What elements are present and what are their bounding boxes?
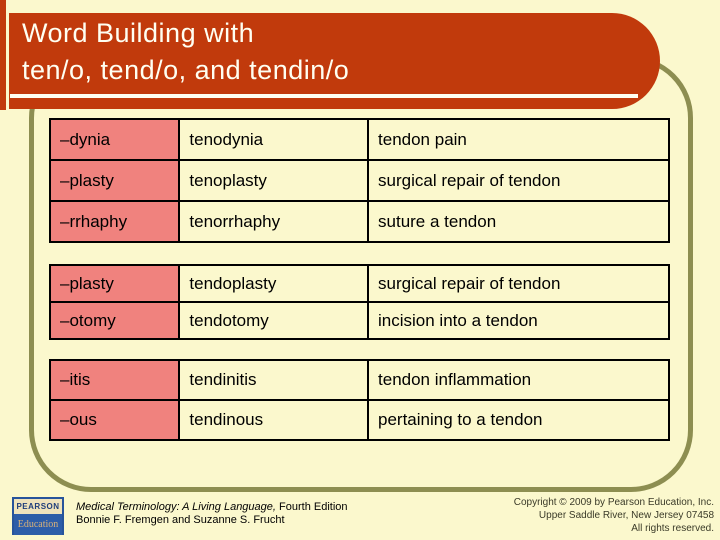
copyright-line-1: Copyright © 2009 by Pearson Education, I…: [513, 497, 714, 508]
term-cell: tendotomy: [178, 301, 370, 340]
term-cell: tenorrhaphy: [178, 200, 370, 243]
term-cell: tendinitis: [178, 359, 370, 401]
title-underline: [10, 94, 638, 98]
table-row: –plasty tendoplasty surgical repair of t…: [48, 264, 670, 303]
table-row: –dynia tenodynia tendon pain: [48, 118, 670, 161]
table-row: –itis tendinitis tendon inflammation: [48, 359, 670, 401]
suffix-cell: –dynia: [48, 118, 181, 161]
suffix-cell: –itis: [48, 359, 181, 401]
table-row: –rrhaphy tenorrhaphy suture a tendon: [48, 200, 670, 243]
title-line-1: Word Building with: [22, 18, 255, 48]
meaning-cell: surgical repair of tendon: [367, 159, 670, 202]
book-authors: Bonnie F. Fremgen and Suzanne S. Frucht: [76, 514, 285, 526]
term-cell: tendinous: [178, 399, 370, 441]
banner-left-strip: [0, 0, 6, 110]
page-title: Word Building with ten/o, tend/o, and te…: [22, 15, 349, 89]
meaning-cell: incision into a tendon: [367, 301, 670, 340]
copyright-line-2: Upper Saddle River, New Jersey 07458: [538, 510, 714, 521]
copyright-notice: Copyright © 2009 by Pearson Education, I…: [434, 496, 714, 535]
pearson-logo: PEARSON Education: [12, 497, 64, 535]
word-table-teno: –dynia tenodynia tendon pain –plasty ten…: [48, 118, 670, 243]
title-banner: Word Building with ten/o, tend/o, and te…: [9, 13, 660, 109]
word-table-tendo: –plasty tendoplasty surgical repair of t…: [48, 264, 670, 340]
term-cell: tenodynia: [178, 118, 370, 161]
copyright-line-3: All rights reserved.: [631, 523, 714, 534]
suffix-cell: –plasty: [48, 264, 181, 303]
table-row: –ous tendinous pertaining to a tendon: [48, 399, 670, 441]
meaning-cell: suture a tendon: [367, 200, 670, 243]
meaning-cell: tendon inflammation: [367, 359, 670, 401]
term-cell: tenoplasty: [178, 159, 370, 202]
term-cell: tendoplasty: [178, 264, 370, 303]
suffix-cell: –plasty: [48, 159, 181, 202]
word-table-tendin: –itis tendinitis tendon inflammation –ou…: [48, 359, 670, 441]
meaning-cell: surgical repair of tendon: [367, 264, 670, 303]
book-credit: Medical Terminology: A Living Language, …: [76, 501, 348, 527]
pearson-logo-wordmark: PEARSON: [14, 499, 62, 514]
table-row: –plasty tenoplasty surgical repair of te…: [48, 159, 670, 202]
suffix-cell: –ous: [48, 399, 181, 441]
book-title-line: Medical Terminology: A Living Language, …: [76, 501, 348, 514]
suffix-cell: –rrhaphy: [48, 200, 181, 243]
book-title: Medical Terminology: A Living Language,: [76, 501, 276, 513]
table-row: –otomy tendotomy incision into a tendon: [48, 301, 670, 340]
title-line-2: ten/o, tend/o, and tendin/o: [22, 55, 350, 85]
meaning-cell: pertaining to a tendon: [367, 399, 670, 441]
suffix-cell: –otomy: [48, 301, 181, 340]
book-edition: Fourth Edition: [275, 501, 348, 513]
meaning-cell: tendon pain: [367, 118, 670, 161]
pearson-logo-education: Education: [14, 514, 62, 535]
